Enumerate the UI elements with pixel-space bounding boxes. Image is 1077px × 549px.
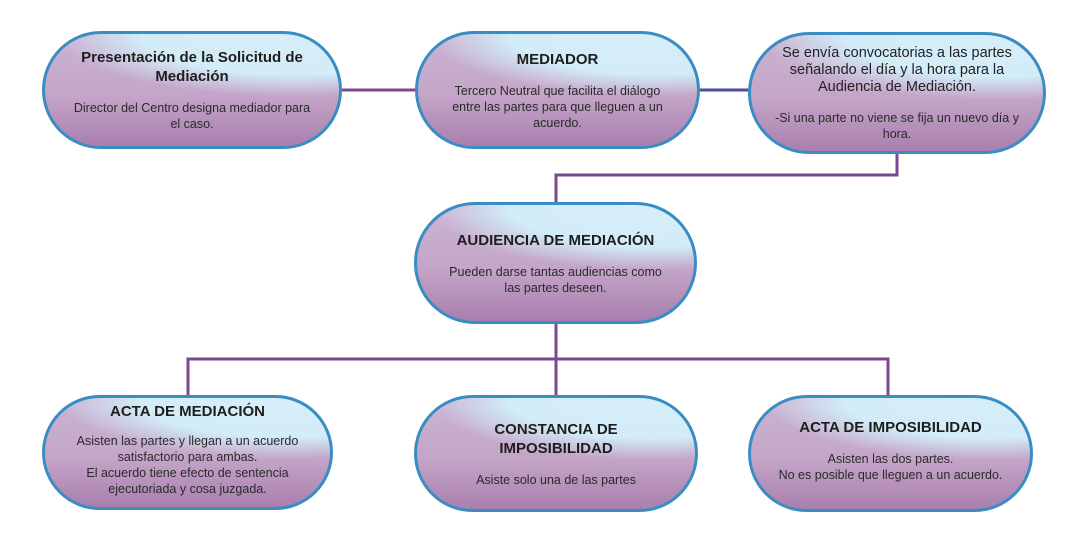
node-body: Director del Centro designa mediador par… [73, 101, 311, 131]
node-body-line: Asisten las dos partes. [827, 452, 954, 466]
node-body-line: El acuerdo tiene efecto de sentencia eje… [86, 466, 289, 496]
node-title: Se envía convocatorias a las partes seña… [782, 44, 1012, 95]
node-audiencia-mediacion: AUDIENCIA DE MEDIACIÓN Pueden darse tant… [414, 202, 697, 324]
node-title: AUDIENCIA DE MEDIACIÓN [456, 231, 655, 249]
node-convocatoria: Se envía convocatorias a las partes seña… [748, 32, 1046, 154]
node-mediador: MEDIADOR Tercero Neutral que facilita el… [415, 31, 700, 149]
node-body: Pueden darse tantas audiencias como las … [449, 264, 662, 295]
node-body-line: Asisten las partes y llegan a un acuerdo… [76, 434, 299, 464]
node-body: Tercero Neutral que facilita el diálogo … [452, 83, 663, 130]
node-body: -Si una parte no viene se fija un nuevo … [775, 110, 1019, 141]
node-title: CONSTANCIA DE IMPOSIBILIDAD [494, 420, 618, 457]
node-presentacion-solicitud: Presentación de la Solicitud de Mediació… [42, 31, 342, 149]
node-constancia-imposibilidad: CONSTANCIA DE IMPOSIBILIDAD Asiste solo … [414, 395, 698, 512]
node-acta-mediacion: ACTA DE MEDIACIÓN Asisten las partes y l… [42, 395, 333, 510]
node-body: Asisten las dos partes. No es posible qu… [779, 451, 1003, 483]
node-acta-imposibilidad: ACTA DE IMPOSIBILIDAD Asisten las dos pa… [748, 395, 1033, 512]
node-title: ACTA DE IMPOSIBILIDAD [799, 419, 982, 436]
node-title: Presentación de la Solicitud de Mediació… [81, 49, 303, 85]
connector-convocatoria-audiencia [554, 153, 899, 203]
node-title: MEDIADOR [516, 50, 599, 68]
node-title: ACTA DE MEDIACIÓN [110, 403, 265, 420]
node-body: Asisten las partes y llegan a un acuerdo… [71, 433, 304, 497]
node-body-line: No es posible que lleguen a un acuerdo. [778, 468, 1003, 482]
connector-branch-horizontal [186, 357, 890, 396]
node-body: Asiste solo una de las partes [476, 472, 636, 487]
